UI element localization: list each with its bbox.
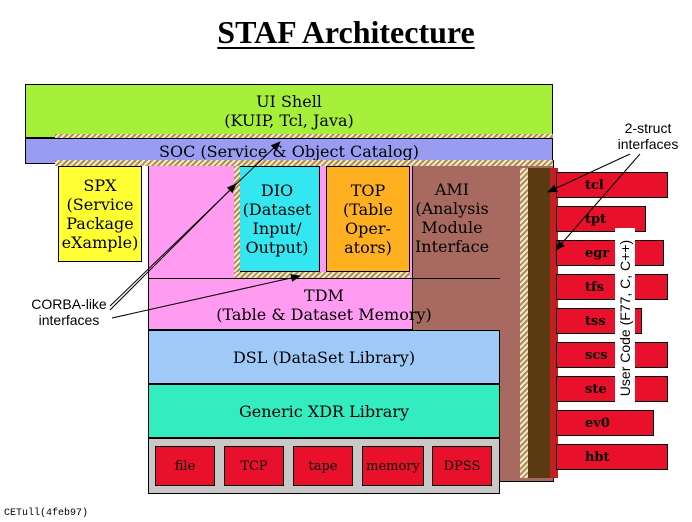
io-memory-label: memory [366,458,420,474]
io-file-box: file [155,446,215,486]
io-tcp-box: TCP [224,446,284,486]
tdm-interface-strip [234,272,410,278]
io-file-label: file [174,458,196,474]
io-tcp-label: TCP [240,458,268,474]
tdm-title: TDM [304,285,344,305]
spx-box: SPX (Service Package eXample) [58,166,142,262]
user-code-label: User Code (F77, C, C++) [615,228,635,408]
soc-interface-strip [55,160,553,166]
tab-scs: scs [556,342,668,368]
tab-hbt: hbt [556,444,668,470]
soc-label: SOC (Service & Object Catalog) [159,141,419,161]
tab-hbt-label: hbt [585,449,610,465]
dsl-label: DSL (DataSet Library) [232,347,416,367]
ui-shell-interface-strip [55,134,553,140]
ui-shell-title: UI Shell [256,92,322,111]
bus-rail [550,168,558,478]
tab-tss-label: tss [585,313,606,329]
ami-label: AMI (Analysis Module Interface [414,180,490,256]
bus-interface-strip [520,168,528,478]
two-struct-label: 2-struct interfaces [617,120,679,152]
bus-bar [528,168,550,478]
tab-scs-label: scs [585,347,608,363]
io-dpss-box: DPSS [432,446,492,486]
ui-shell-subtitle: (KUIP, Tcl, Java) [224,111,354,130]
tab-tfs-label: tfs [585,279,604,295]
diagram-title: STAF Architecture [217,14,475,50]
tab-ste-label: ste [585,381,607,397]
io-tape-box: tape [293,446,353,486]
io-memory-box: memory [362,446,424,486]
io-tape-label: tape [308,458,338,474]
tab-ev0: ev0 [556,410,654,436]
dsl-box: DSL (DataSet Library) [148,330,500,384]
ui-shell-box: UI Shell (KUIP, Tcl, Java) [25,84,553,138]
footer-credit: CETull(4feb97) [4,508,89,519]
xdr-box: Generic XDR Library [148,384,500,438]
tab-tpt-label: tpt [585,211,607,227]
dio-box: DIO (Dataset Input/ Output) [234,166,320,272]
top-label: TOP (Table Oper- ators) [342,181,394,257]
tdm-box: TDM (Table & Dataset Memory) [148,278,500,330]
tab-ste: ste [556,376,668,402]
dio-interface-strip [234,166,240,272]
tab-egr-label: egr [585,245,610,261]
tab-ev0-label: ev0 [585,415,610,431]
tab-egr: egr [556,240,664,266]
corba-label: CORBA-like interfaces [31,296,107,328]
tab-tcl-label: tcl [585,177,604,193]
io-dpss-label: DPSS [443,458,481,474]
spx-label: SPX (Service Package eXample) [61,176,139,252]
xdr-label: Generic XDR Library [238,401,410,421]
tab-tcl: tcl [556,172,668,198]
top-box: TOP (Table Oper- ators) [326,166,410,272]
tab-tfs: tfs [556,274,668,300]
dio-label: DIO (Dataset Input/ Output) [242,181,312,257]
tdm-subtitle: (Table & Dataset Memory) [216,304,432,324]
